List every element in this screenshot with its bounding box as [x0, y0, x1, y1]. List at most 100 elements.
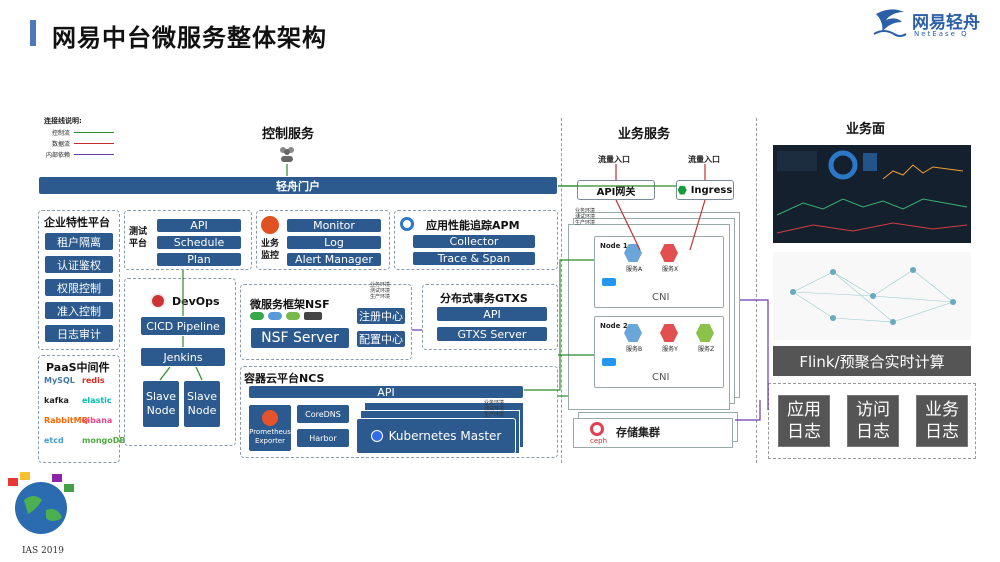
- paas-logo-redis: redis: [82, 376, 105, 385]
- service-icon: [624, 324, 642, 342]
- dashboard-screenshot: [773, 145, 971, 243]
- slave-node-2: Slave Node: [183, 380, 221, 428]
- paas-logo-mongodb: mongoDB: [82, 436, 126, 445]
- registry-label: 注册中心: [359, 310, 403, 323]
- coredns: CoreDNS: [296, 404, 350, 424]
- env-tag: 测试环境: [484, 406, 505, 412]
- cicd-pipeline: CICD Pipeline: [140, 316, 226, 336]
- env-tag: 业务环境: [370, 282, 391, 288]
- gtxs-server: GTXS Server: [436, 326, 548, 342]
- title-accent-bar: [30, 20, 36, 46]
- paas-logo-kibana: kibana: [82, 416, 113, 425]
- nsf-panel: [240, 284, 412, 360]
- divider-1: [561, 118, 562, 463]
- docker-icon: [602, 278, 616, 286]
- legend-item-label: 数据流: [51, 141, 70, 148]
- jenkins: Jenkins: [140, 347, 226, 367]
- cni-label-1: CNI: [652, 292, 670, 303]
- legend-line: [74, 154, 114, 155]
- ceph-label: ceph: [590, 437, 608, 445]
- dashboard-graphic: [776, 150, 968, 234]
- globe-icon: [8, 472, 74, 534]
- flink-box: Flink/预聚合实时计算: [773, 346, 971, 376]
- monitor-icon: [261, 216, 279, 234]
- devops-icon: [150, 293, 166, 309]
- kubernetes-master: Kubernetes Master: [356, 418, 516, 454]
- logo-subtext: NetEase Q: [914, 30, 969, 38]
- nsf-title: 微服务框架NSF: [250, 298, 330, 311]
- wave-logo-icon: [873, 9, 907, 37]
- ias-label: IAS 2019: [22, 546, 64, 556]
- gtxs-title: 分布式事务GTXS: [440, 292, 528, 305]
- config-label: 配置中心: [359, 333, 403, 346]
- traffic-in-1: 流量入口: [598, 155, 630, 164]
- section-control: 控制服务: [262, 127, 315, 142]
- docker-icon: [602, 358, 616, 366]
- apm-icon: [400, 217, 414, 231]
- devops-title: DevOps: [172, 295, 220, 308]
- monitor-panel: [256, 210, 390, 270]
- cni-label-2: CNI: [652, 372, 670, 383]
- service-label: 服务Y: [662, 346, 678, 353]
- legend-item-label: 内部依赖: [45, 152, 70, 159]
- portal-bar: 轻舟门户: [38, 176, 558, 195]
- enterprise-item: 权限控制: [44, 278, 114, 297]
- config-center: 配置中心: [356, 330, 406, 348]
- service-label: 服务B: [625, 346, 643, 353]
- ceph-icon: [590, 422, 604, 436]
- test-item: Plan: [156, 252, 242, 267]
- monitor-item: Log: [286, 235, 382, 250]
- slave-node-1: Slave Node: [142, 380, 180, 428]
- netease-logo: 网易轻舟 NetEase Q: [872, 4, 997, 44]
- cicd-pipeline-label: CICD Pipeline: [146, 319, 220, 333]
- gtxs-api-label: API: [483, 307, 501, 321]
- test-item: API: [156, 218, 242, 233]
- slave-node-1-label: Slave Node: [145, 390, 177, 417]
- topology-screenshot: [773, 252, 971, 340]
- env-tag: 业务环境: [575, 208, 596, 214]
- log-box: 业务日志: [916, 395, 968, 447]
- node-1-label: Node 1: [600, 242, 628, 250]
- prometheus-icon: [262, 410, 278, 426]
- monitor-label: 业务监控: [261, 239, 280, 261]
- test-platform-label: 测试平台: [129, 227, 148, 249]
- legend-title: 连接线说明:: [44, 117, 82, 125]
- topology-graphic: [790, 267, 956, 325]
- paas-logo-rabbitmq: RabbitMQ: [44, 416, 89, 425]
- ias-logo: IAS 2019: [4, 466, 84, 562]
- legend-item: 内部依赖: [44, 150, 124, 159]
- prometheus-label: Prometheus Exporter: [249, 428, 291, 445]
- log-box: 访问日志: [847, 395, 899, 447]
- monitor-item: Monitor: [286, 218, 382, 233]
- nsf-server-label: NSF Server: [261, 330, 339, 346]
- enterprise-item: 日志审计: [44, 324, 114, 343]
- ncs-api: API: [248, 385, 524, 399]
- paas-logo-mysql: MySQL: [44, 376, 75, 385]
- nsf-env-tags: 业务环境测试环境生产环境: [370, 282, 410, 300]
- gtxs-server-label: GTXS Server: [457, 327, 527, 341]
- harbor-label: Harbor: [309, 433, 337, 443]
- legend-line: [74, 143, 114, 144]
- legend-line: [74, 132, 114, 133]
- test-platform-panel: [124, 210, 252, 270]
- paas-title: PaaS中间件: [46, 361, 110, 374]
- enterprise-item: 租户隔离: [44, 232, 114, 251]
- service-label: 服务Z: [697, 346, 715, 353]
- env-tag: 生产环境: [575, 220, 596, 226]
- slave-node-2-label: Slave Node: [186, 390, 218, 417]
- ncs-panel: [240, 366, 558, 458]
- enterprise-item: 认证鉴权: [44, 255, 114, 274]
- env-tag: 业务环境: [484, 400, 505, 406]
- storage-label: 存储集群: [616, 426, 660, 439]
- ingress-label: Ingress: [690, 184, 733, 196]
- apm-item: Collector: [412, 234, 536, 249]
- users-icon: [278, 146, 296, 162]
- divider-2: [756, 118, 757, 463]
- ingress: Ingress: [676, 180, 734, 200]
- nsf-server: NSF Server: [250, 327, 350, 349]
- registry-center: 注册中心: [356, 307, 406, 325]
- paas-logo-elastic: elastic: [82, 396, 112, 405]
- legend-item: 数据流: [44, 139, 124, 148]
- k8s-label: Kubernetes Master: [388, 429, 502, 443]
- portal-label: 轻舟门户: [276, 179, 320, 193]
